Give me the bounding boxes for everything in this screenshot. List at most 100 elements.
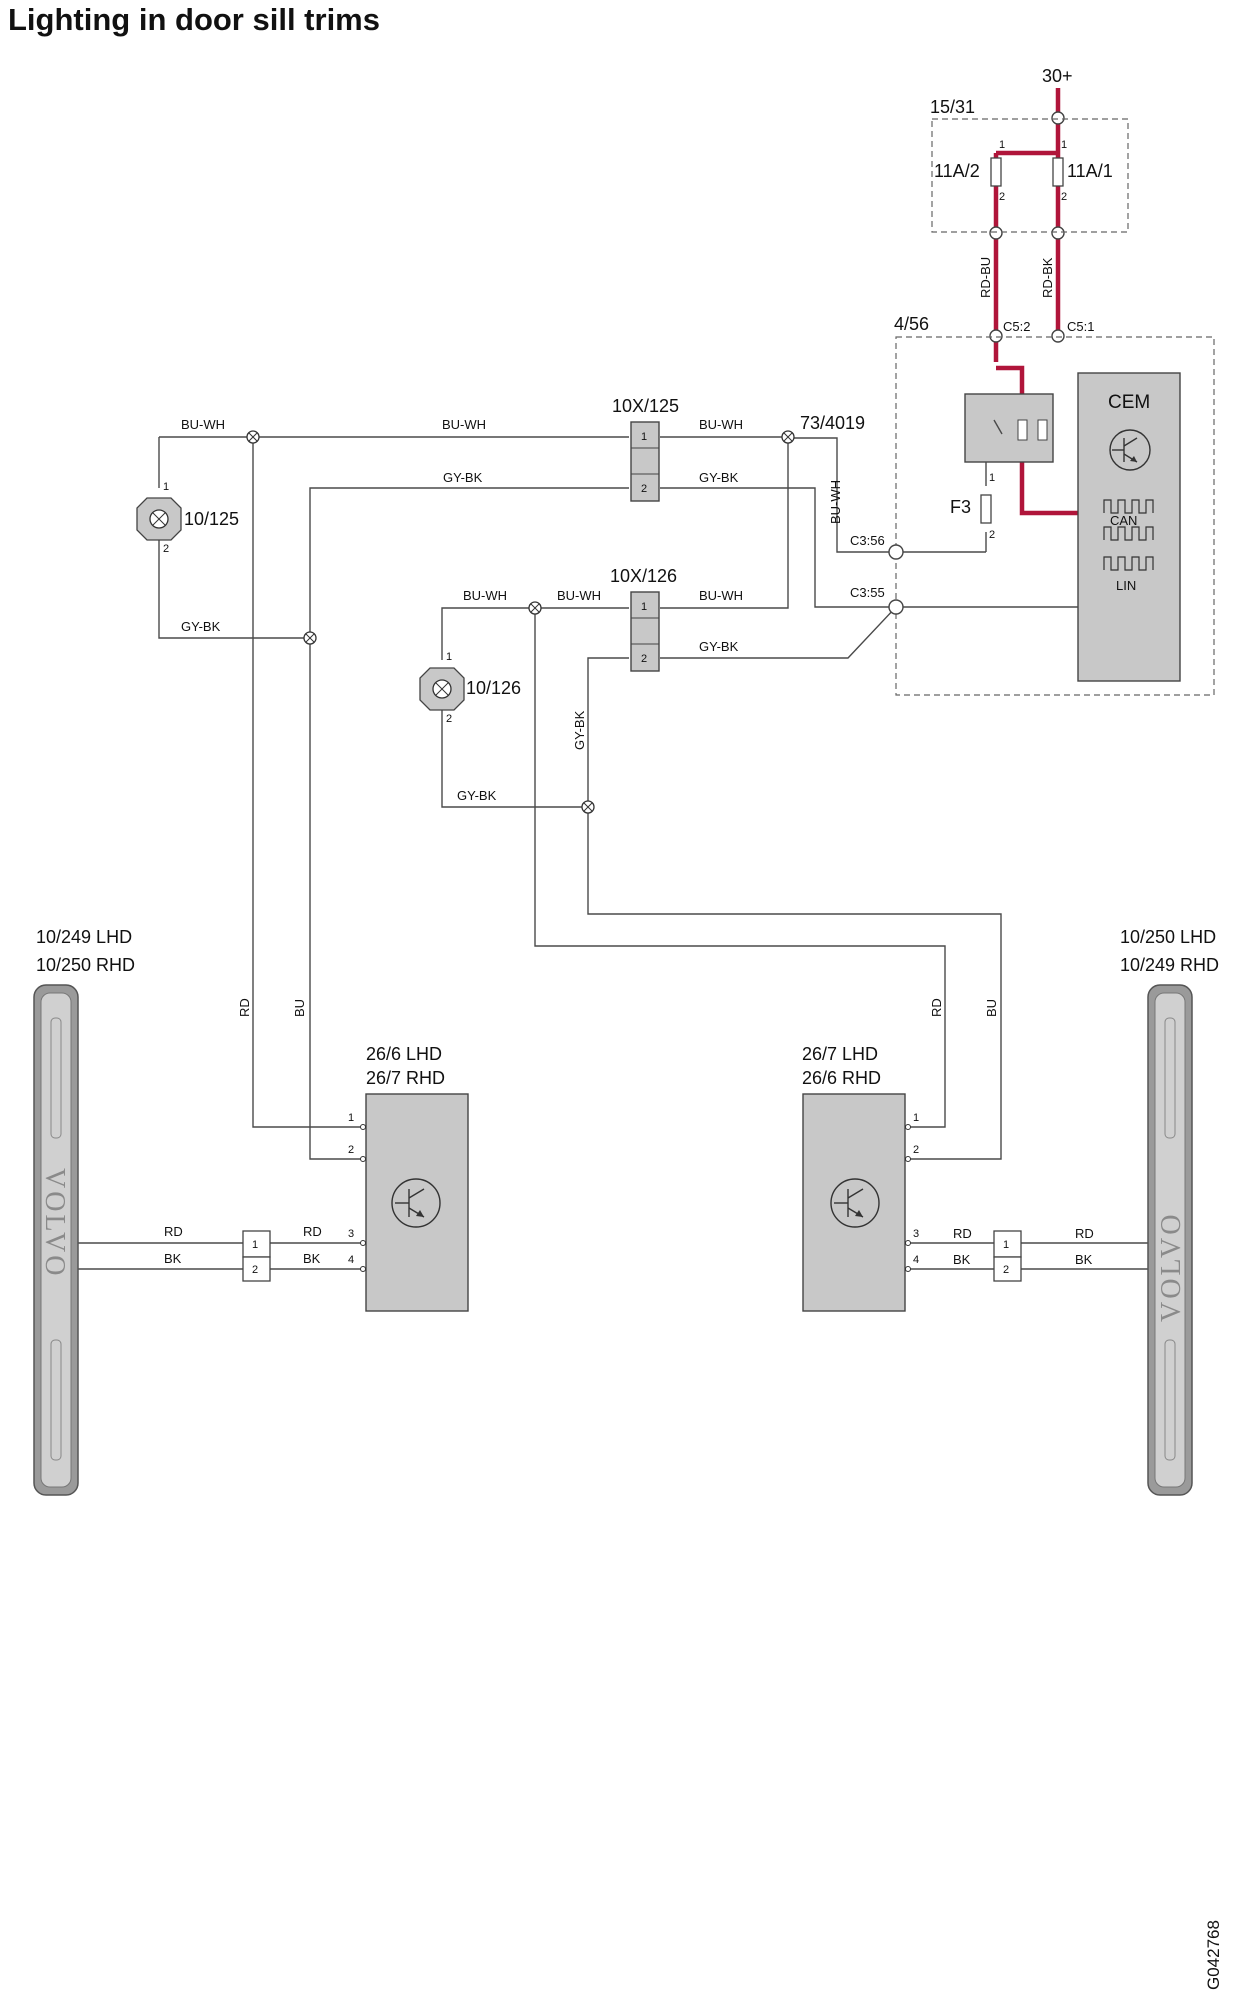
sill-label: 10/249 LHD	[36, 927, 132, 947]
fuse-box-label: 15/31	[930, 97, 975, 117]
drawing-id: G042768	[1204, 1920, 1223, 1990]
wire-label: BU-WH	[699, 417, 743, 432]
wire-label: RD-BK	[1040, 257, 1055, 298]
pin-label: 1	[446, 651, 452, 663]
wire-label: GY-BK	[699, 470, 739, 485]
pin-label: 4	[913, 1254, 919, 1266]
pin-label: 2	[1061, 191, 1067, 203]
wire-label: BU-WH	[181, 417, 225, 432]
module-pins	[360, 1124, 911, 1272]
lamp-10-125	[136, 497, 182, 541]
lamp-10-126	[419, 667, 465, 711]
pin-label: 2	[989, 529, 995, 541]
pin-label: 3	[913, 1228, 919, 1240]
page-title: Lighting in door sill trims	[8, 2, 380, 37]
sill-trim-right: VOLVO	[1147, 984, 1193, 1496]
splice-label: 73/4019	[800, 413, 865, 433]
cem-box-outline	[895, 336, 1215, 696]
pin-label: 4	[348, 1254, 354, 1266]
connector-10x-126	[630, 591, 660, 672]
pin-label: 2	[641, 653, 647, 665]
lamp-label: 10/126	[466, 678, 521, 698]
wire-label: RD	[929, 998, 944, 1017]
fuse-b-label: 11A/1	[1067, 161, 1113, 181]
wire-label: RD	[1075, 1226, 1094, 1241]
module-left	[365, 1093, 469, 1312]
power-terminals	[989, 111, 1065, 343]
pin-label: 3	[348, 1228, 354, 1240]
relay	[964, 393, 1054, 463]
pin-label: 1	[641, 601, 647, 613]
transistor-icon	[1109, 429, 1151, 471]
wire-label: BU-WH	[557, 588, 601, 603]
wire-label: BK	[303, 1251, 321, 1266]
wire-label: BK	[164, 1251, 182, 1266]
wire-label: GY-BK	[699, 639, 739, 654]
wire-label: BK	[953, 1252, 971, 1267]
fuse-f3-label: F3	[950, 497, 971, 517]
pin-label: 2	[348, 1144, 354, 1156]
sill-label: 10/249 RHD	[1120, 955, 1219, 975]
wire-label: RD	[953, 1226, 972, 1241]
terminal-label: C3:55	[850, 585, 885, 600]
pin-label: 1	[913, 1112, 919, 1124]
sill-brand: VOLVO	[1156, 1212, 1187, 1322]
pin-label: 1	[252, 1239, 258, 1251]
cem-module	[1077, 372, 1181, 682]
wire-label: RD-BU	[978, 257, 993, 298]
pin-label: 1	[163, 481, 169, 493]
splice-points	[246, 430, 795, 814]
sill-connector-right	[993, 1230, 1022, 1282]
wire-label: GY-BK	[457, 788, 497, 803]
pin-label: 1	[999, 139, 1005, 151]
terminal-label: C3:56	[850, 533, 885, 548]
connector-label: 10X/126	[610, 566, 677, 586]
wire-label: GY-BK	[572, 710, 587, 750]
module-label: 26/6 RHD	[802, 1068, 881, 1088]
wire-label: RD	[164, 1224, 183, 1239]
connector-label: 10X/125	[612, 396, 679, 416]
supply-label: 30+	[1042, 66, 1073, 86]
wire-label: GY-BK	[443, 470, 483, 485]
pin-label: 2	[252, 1264, 258, 1276]
wire-label: BU	[984, 999, 999, 1017]
sill-connector-left	[242, 1230, 271, 1282]
cem-label: CEM	[1108, 392, 1150, 413]
connector-10x-125	[630, 421, 660, 502]
lin-label: LIN	[1116, 578, 1136, 593]
pin-label: 1	[989, 472, 995, 484]
terminal-label: C5:1	[1067, 319, 1094, 334]
can-label: CAN	[1110, 513, 1137, 528]
pin-label: 1	[1061, 139, 1067, 151]
sill-label: 10/250 LHD	[1120, 927, 1216, 947]
wire-label: GY-BK	[181, 619, 221, 634]
sill-label: 10/250 RHD	[36, 955, 135, 975]
wire-label: BU-WH	[828, 480, 843, 524]
wire-label: BK	[1075, 1252, 1093, 1267]
module-label: 26/7 RHD	[366, 1068, 445, 1088]
sill-brand: VOLVO	[39, 1168, 70, 1278]
pin-label: 1	[641, 431, 647, 443]
pin-label: 2	[1003, 1264, 1009, 1276]
module-label: 26/6 LHD	[366, 1044, 442, 1064]
cem-box-label: 4/56	[894, 314, 929, 334]
terminal-label: C5:2	[1003, 319, 1030, 334]
sill-trim-left: VOLVO	[33, 984, 79, 1496]
wire-label: RD	[237, 998, 252, 1017]
fuses-11a	[990, 157, 1064, 187]
module-right	[802, 1093, 906, 1312]
lamp-label: 10/125	[184, 509, 239, 529]
c3-terminals	[888, 544, 904, 615]
can-bus-icon	[1103, 499, 1154, 541]
wire-label: BU-WH	[463, 588, 507, 603]
wire-label: BU-WH	[442, 417, 486, 432]
pin-label: 2	[913, 1144, 919, 1156]
pin-label: 1	[348, 1112, 354, 1124]
fuse-a-label: 11A/2	[934, 161, 980, 181]
fuse-box-outline	[931, 118, 1129, 233]
lin-bus-icon	[1103, 556, 1154, 571]
pin-label: 2	[641, 483, 647, 495]
wire-label: BU	[292, 999, 307, 1017]
pin-label: 2	[163, 543, 169, 555]
